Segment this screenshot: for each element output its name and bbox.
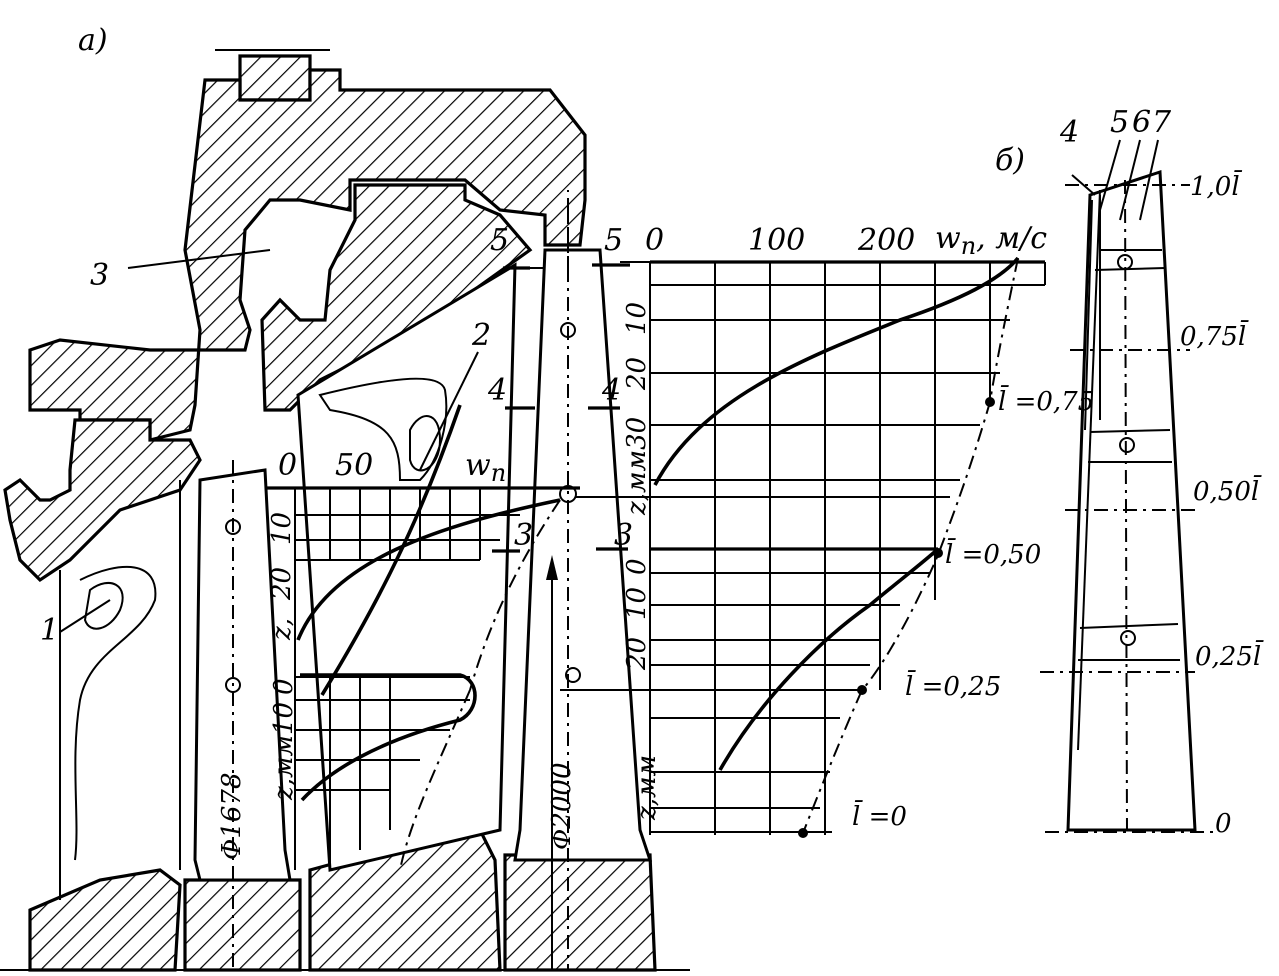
section-5-right: 5: [604, 223, 623, 258]
big-plot-ylabel-1: z,мм30: [622, 417, 652, 516]
small-plot-ytick-0: 0: [269, 678, 299, 695]
section-marks: [59, 249, 630, 633]
small-plot-ylabel-top: z,: [267, 618, 297, 641]
section-3-left: 3: [514, 518, 533, 553]
big-plot-ylabel-2: z,мм: [632, 755, 662, 821]
part-2-label: 2: [471, 318, 491, 353]
part-5-label-b: 5: [1110, 105, 1129, 140]
small-plot-xtick-0: 0: [278, 448, 297, 483]
level-075: l̄ =0,75: [998, 384, 1094, 417]
level-050: l̄ =0,50: [945, 537, 1041, 570]
big-plot-ytick-0: 0: [622, 558, 652, 575]
small-plot-xlabel: wn: [465, 448, 506, 487]
small-velocity-plot: [265, 404, 580, 871]
diameter-2000: Φ2000: [547, 763, 577, 850]
diameter-1678: Φ1678: [217, 773, 247, 860]
big-plot-xlabel: wn, м/с: [935, 221, 1047, 260]
big-plot-ytick-20b: 20: [622, 637, 652, 671]
section-4-right: 4: [601, 373, 621, 408]
small-plot-ytick-10: 10: [267, 512, 297, 545]
level-b-0: 0: [1215, 809, 1232, 839]
part-3-label: 3: [90, 258, 109, 293]
blade-profile-b: [1040, 139, 1215, 833]
level-b-025: 0,25l̄: [1195, 639, 1265, 672]
big-plot-xtick-0: 0: [645, 223, 664, 258]
big-plot-ytick-20: 20: [622, 357, 652, 391]
level-b-050: 0,50l̄: [1193, 474, 1263, 507]
panel-b-label: б): [995, 143, 1025, 178]
small-plot-xtick-50: 50: [335, 448, 373, 483]
level-b-10: 1,0l̄: [1190, 169, 1243, 202]
part-7-label-b: 7: [1152, 105, 1172, 140]
part-6-label-b: 6: [1132, 105, 1151, 140]
big-plot-ytick-10: 10: [622, 302, 652, 335]
bolt-markers: [225, 322, 581, 693]
section-3-right: 3: [614, 518, 633, 553]
big-velocity-plot: [560, 256, 1046, 838]
level-0: l̄ =0: [852, 799, 907, 832]
part-1-label: 1: [40, 613, 59, 648]
small-plot-ylabel-bottom: z,мм: [269, 735, 299, 801]
big-plot-ytick-10b: 10: [622, 587, 652, 620]
section-4-left: 4: [487, 373, 507, 408]
small-plot-ytick-10b: 10: [269, 702, 299, 735]
part-4-label-b: 4: [1059, 115, 1079, 150]
level-025: l̄ =0,25: [905, 669, 1001, 702]
panel-a-label: а): [78, 23, 108, 58]
small-plot-ytick-20: 20: [267, 567, 297, 601]
big-plot-xtick-200: 200: [857, 223, 915, 258]
level-b-075: 0,75l̄: [1180, 319, 1250, 352]
big-plot-xtick-100: 100: [748, 223, 805, 258]
section-5-left: 5: [490, 223, 509, 258]
